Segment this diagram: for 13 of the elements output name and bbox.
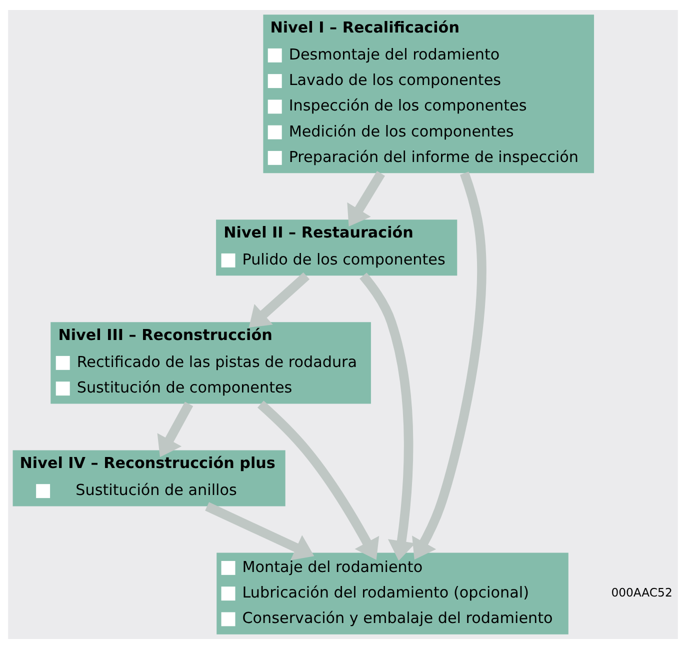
node-box: Montaje del rodamiento Lubricación del rodamiento (opcional) Conservación y embalaje del rodamiento (216, 552, 568, 634)
node-box: Nivel I – Recalificación Desmontaje del rodamiento Lavado de los componentes Inspección de los componentes Medición de los componentes Preparación del informe de inspección (263, 14, 594, 173)
arrow (205, 502, 314, 560)
node-box: Nivel IV – Reconstrucción plus Sustitución de anillos (12, 450, 286, 506)
node-box: Nivel III – Reconstrucción Rectificado de las pistas de rodadura Sustitución de componentes (50, 322, 371, 404)
arrow (257, 400, 380, 560)
arrow (360, 272, 416, 560)
arrow (157, 401, 194, 457)
node-box: Nivel II – Restauración Pulido de los componentes (216, 219, 458, 276)
arrow (347, 170, 385, 226)
label: 000AAC52 (611, 584, 672, 599)
arrow (412, 171, 486, 560)
arrow (248, 272, 310, 328)
